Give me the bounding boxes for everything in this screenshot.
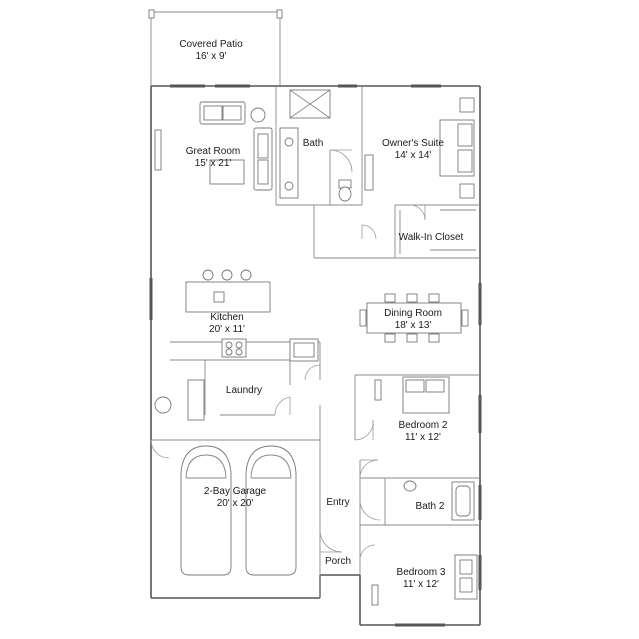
walk-in-closet-label: Walk-In Closet bbox=[399, 232, 464, 243]
garage-size: 20' x 20' bbox=[217, 498, 254, 509]
owners-suite-label: Owner's Suite bbox=[382, 138, 444, 149]
porch-label: Porch bbox=[325, 556, 351, 567]
great-room-label: Great Room bbox=[186, 146, 240, 157]
bath-label: Bath bbox=[303, 138, 324, 149]
great-room-size: 15' x 21' bbox=[195, 158, 232, 169]
bedroom-2-label: Bedroom 2 bbox=[399, 420, 448, 431]
dining-room-size: 18' x 13' bbox=[395, 320, 432, 331]
interior-walls bbox=[151, 86, 480, 598]
kitchen-size: 20' x 11' bbox=[209, 324, 245, 335]
bedroom-3-label: Bedroom 3 bbox=[397, 567, 446, 578]
entry-label: Entry bbox=[326, 497, 349, 508]
room-labels: Covered Patio 16' x 9' Great Room 15' x … bbox=[179, 39, 463, 590]
covered-patio-label: Covered Patio bbox=[179, 39, 243, 50]
bedroom-3-size: 11' x 12' bbox=[403, 579, 439, 590]
bath-2-label: Bath 2 bbox=[416, 501, 445, 512]
kitchen-label: Kitchen bbox=[210, 312, 243, 323]
windows bbox=[149, 84, 482, 627]
furniture bbox=[154, 89, 478, 606]
garage-label: 2-Bay Garage bbox=[204, 486, 267, 497]
laundry-label: Laundry bbox=[226, 385, 262, 396]
covered-patio-outline bbox=[148, 9, 283, 86]
bedroom-2-size: 11' x 12' bbox=[405, 432, 441, 443]
dining-room-label: Dining Room bbox=[384, 308, 442, 319]
covered-patio-size: 16' x 9' bbox=[195, 51, 226, 62]
owners-suite-size: 14' x 14' bbox=[395, 150, 432, 161]
doors bbox=[150, 84, 426, 561]
